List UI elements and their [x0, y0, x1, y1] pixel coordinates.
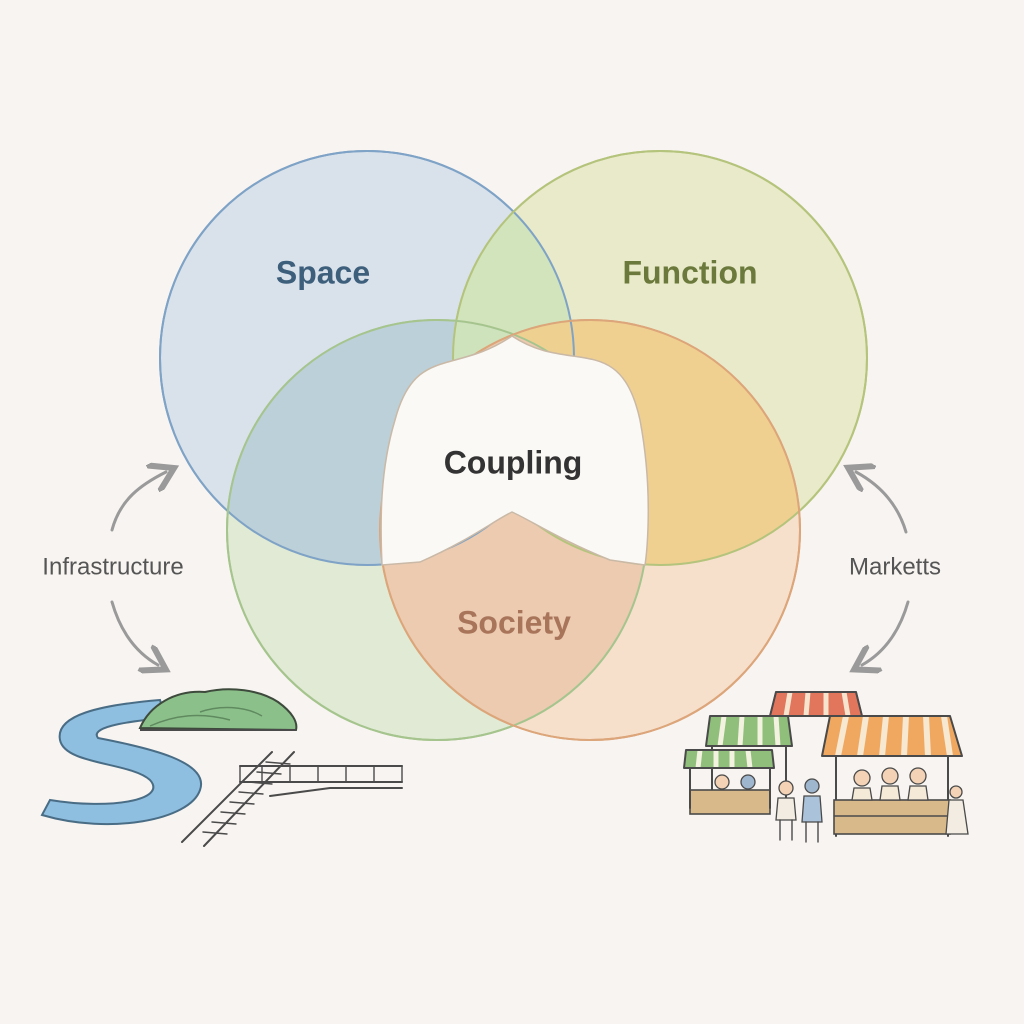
- market-stalls-illustration-icon: [683, 691, 969, 843]
- markets-down-arrow-icon: [862, 600, 910, 665]
- hill-icon: [138, 688, 298, 732]
- function-label: Function: [622, 254, 757, 290]
- coupling-region: [380, 335, 649, 566]
- market-stall-small: [683, 749, 775, 815]
- infrastructure-down-arrow-icon: [110, 600, 158, 665]
- river-icon: [40, 698, 203, 826]
- space-label: Space: [276, 254, 370, 290]
- infrastructure-up-arrow-icon: [110, 472, 166, 532]
- coupling-label: Coupling: [444, 444, 583, 480]
- people-icon: [775, 778, 969, 843]
- market-stall-orange: [821, 715, 963, 837]
- society-label: Society: [457, 604, 571, 640]
- infrastructure-label: Infrastructure: [42, 553, 183, 580]
- society-outline: [379, 319, 801, 741]
- markets-up-arrow-icon: [856, 472, 908, 534]
- markets-label: Marketts: [849, 553, 941, 580]
- bridge-icon: [239, 765, 403, 797]
- function-outline: [452, 150, 868, 566]
- market-stall-back: [768, 691, 864, 717]
- infrastructure-illustration-icon: [40, 688, 403, 847]
